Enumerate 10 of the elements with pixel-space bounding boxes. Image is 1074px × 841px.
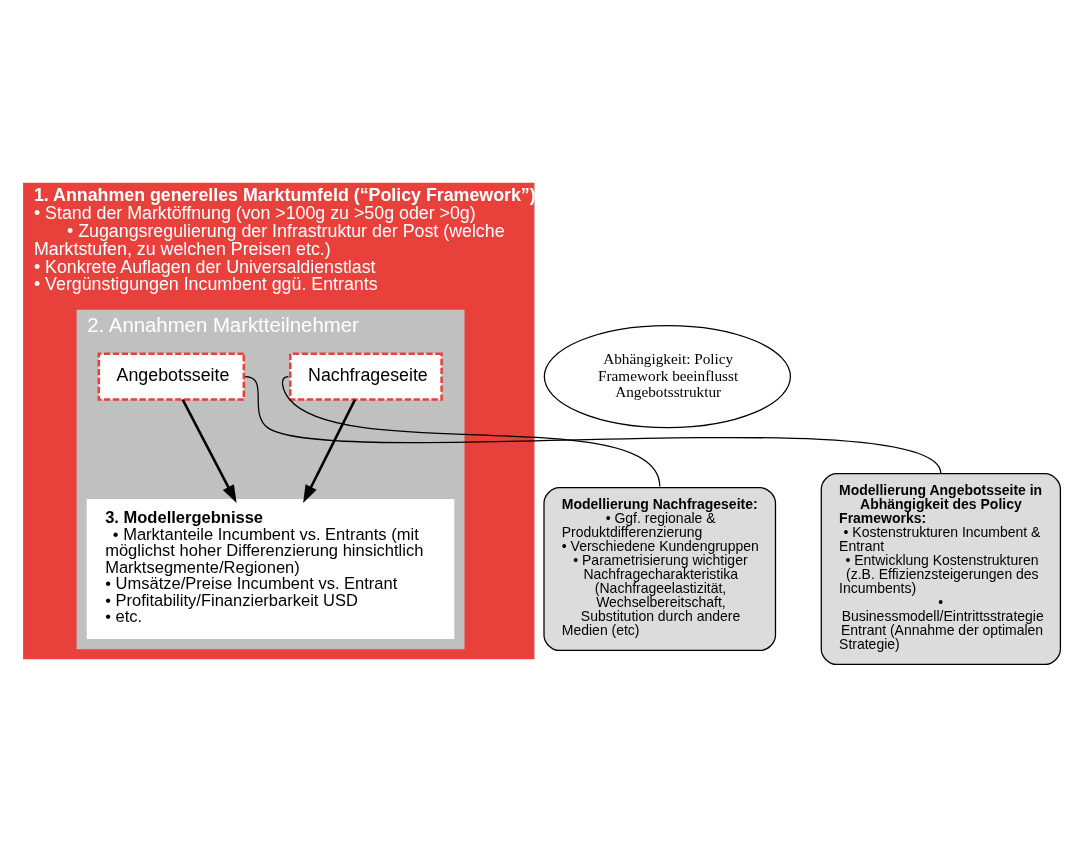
connector: [244, 375, 942, 474]
node-box: 3. Modellergebnisse • Marktanteile Incumbent vs. Entrants (mit möglichst hoher Differenzierung hinsichtlich Marktsegmente/Regionen) • Umsätze/Preise Incumbent vs. Entrant • Profitability/Finanzierbarkeit USD • etc.: [86, 498, 455, 639]
node-ellipse: Abhängigkeit: Policy Framework beeinflusst Angebotsstruktur: [543, 324, 792, 428]
connector: [281, 375, 661, 487]
arrow: [303, 398, 357, 503]
node-box: Modellierung Angebotsseite in Abhängigkeit des Policy Frameworks: • Kostenstrukturen Incumbent & Entrant • Entwicklung Kostenstrukturen (z.B. Effizienzsteigerungen des Incumbents) • Businessmodell/Eintrittsstrategie Entrant (Annahme der optimalen Strategie): [820, 472, 1062, 665]
node-box: Angebotsseite: [97, 351, 246, 401]
arrow: [181, 398, 237, 503]
node-box: Modellierung Nachfrageseite: • Ggf. regionale & Produktdifferenzierung • Verschiedene Kundengruppen • Parametrisierung wichtiger Nachfragecharakteristika (Nachfrageelastizität, Wechselbereitschaft, Substitution durch andere Medien (etc): [543, 486, 777, 651]
node-box: Nachfrageseite: [288, 351, 443, 401]
